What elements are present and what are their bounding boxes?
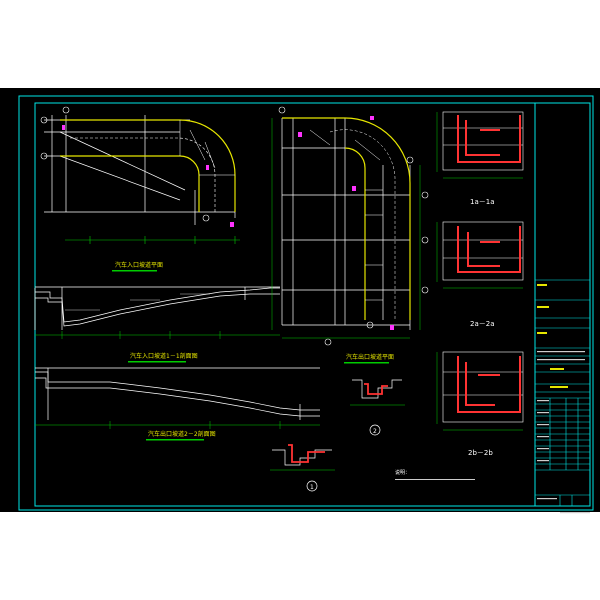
section-2a-2a [436, 221, 524, 289]
section-1a-title: 1a－1a [470, 198, 495, 206]
title-block-text-marks [537, 284, 568, 388]
exit-plan-title: 汽车出口坡道平面 [346, 353, 394, 361]
exit-plan-title-underline [344, 362, 389, 364]
section-2-2-title: 汽车出口坡道2－2剖面图 [148, 430, 216, 438]
title-block-rows [535, 279, 590, 506]
title-block-small-marks [537, 351, 590, 514]
outer-frame [18, 95, 594, 511]
section-2a-title: 2a－2a [470, 320, 495, 328]
drawing-background [0, 88, 600, 512]
section-1-1-title: 汽车入口坡道1－1剖面图 [130, 352, 198, 360]
detail-1-number: 1 [310, 484, 314, 491]
detail-2 [350, 379, 405, 436]
entrance-ramp-plan [40, 106, 240, 244]
entrance-plan-title: 汽车入口坡道平面 [115, 261, 163, 269]
notes-line [395, 479, 475, 480]
detail-2-number: 2 [373, 428, 377, 435]
notes-label: 说明： [395, 469, 410, 476]
section-1-1 [34, 286, 280, 339]
entrance-plan-title-underline [112, 270, 157, 272]
title-block [534, 102, 591, 507]
detail-1 [270, 444, 335, 492]
exit-ramp-plan [271, 106, 429, 346]
section-1a-1a [436, 111, 524, 179]
section-2-2 [35, 367, 320, 429]
section-2b-title: 2b－2b [468, 449, 493, 457]
section-2-2-underline [146, 439, 204, 441]
section-1-1-underline [128, 361, 186, 363]
section-2b-2b [436, 351, 524, 431]
